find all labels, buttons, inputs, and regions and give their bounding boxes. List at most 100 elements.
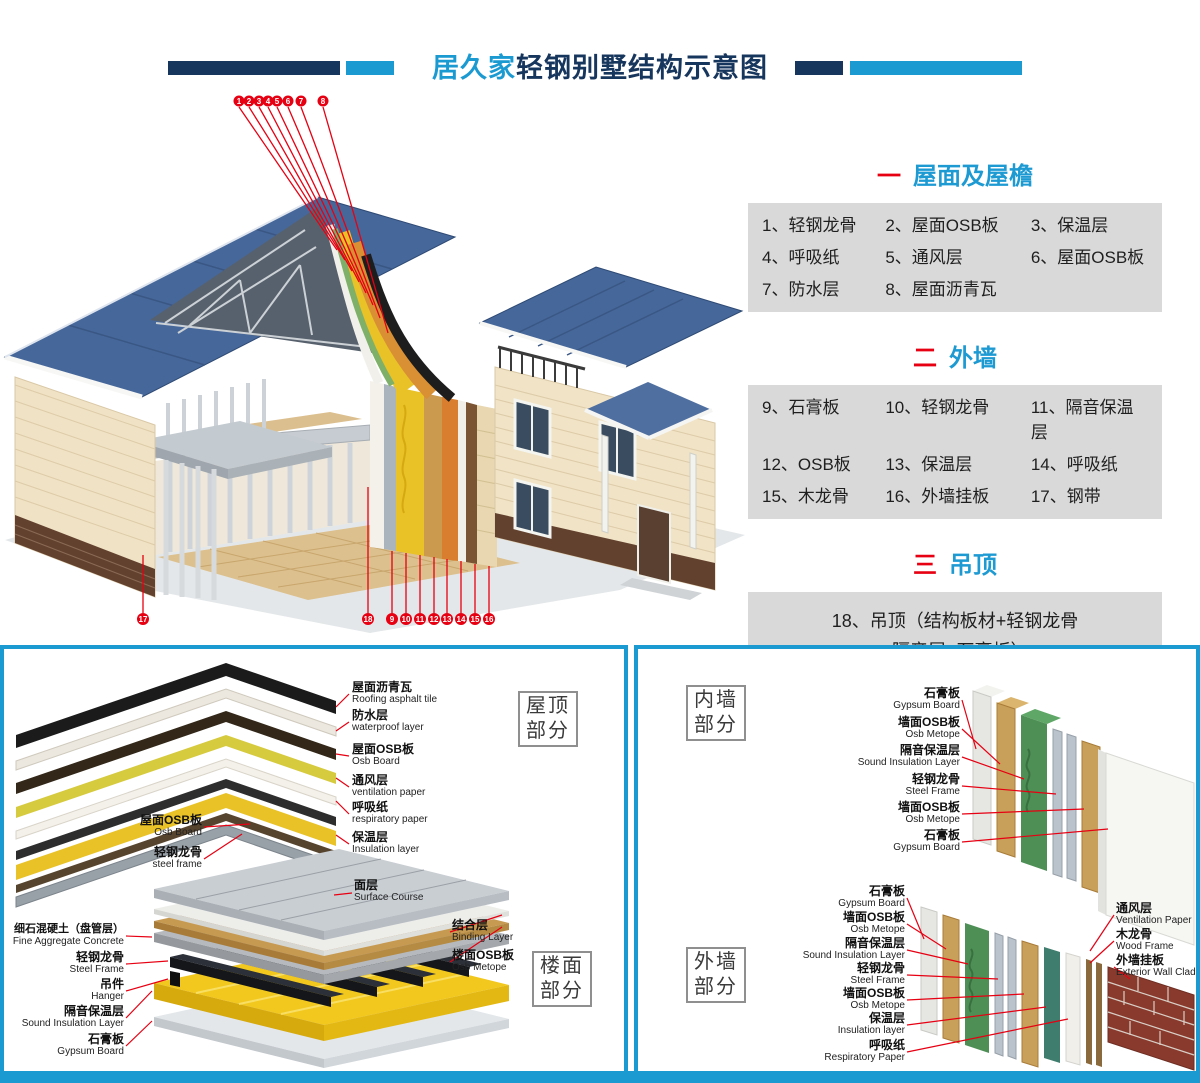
legend-item: 4、呼吸纸: [762, 248, 840, 267]
legend-item: 8、屋面沥青瓦: [885, 280, 997, 299]
section-box-outer-wall: 外墙 部分: [686, 947, 746, 1003]
svg-text:13: 13: [443, 615, 452, 624]
deco-bar-right-blue: [850, 61, 1022, 75]
legend-section-roof: 一屋面及屋檐 1、轻钢龙骨 2、屋面OSB板 3、保温层 4、呼吸纸 5、通风层…: [748, 156, 1162, 312]
legend-item: 1、轻钢龙骨: [762, 216, 857, 235]
deco-bar-left-navy: [168, 61, 340, 75]
wall-layer-band: [370, 381, 498, 567]
legend-item: 6、屋面OSB板: [1030, 248, 1145, 267]
svg-text:5: 5: [275, 97, 280, 106]
legend-item: 15、木龙骨: [762, 487, 849, 506]
legend: 一屋面及屋檐 1、轻钢龙骨 2、屋面OSB板 3、保温层 4、呼吸纸 5、通风层…: [748, 156, 1162, 706]
svg-text:16: 16: [485, 615, 494, 624]
legend-items-wall: 9、石膏板 10、轻钢龙骨 11、隔音保温层 12、OSB板 13、保温层 14…: [748, 385, 1162, 519]
balcony-railing: [497, 345, 586, 388]
page-title: 居久家轻钢别墅结构示意图: [400, 46, 800, 85]
house-illustration: 1 2 3 4 5 6 7 8 17 18 9 10 11 12 13 14 1…: [0, 85, 750, 635]
callout-lines: [142, 106, 490, 613]
legend-item: 11、隔音保温层: [1030, 398, 1134, 442]
section-box-floor-part: 楼面 部分: [532, 951, 592, 1007]
legend-item: 7、防水层: [762, 280, 840, 299]
svg-text:15: 15: [471, 615, 480, 624]
legend-item: 16、外墙挂板: [885, 487, 990, 506]
legend-item: 12、OSB板: [762, 455, 851, 474]
left-wall: [14, 376, 156, 598]
legend-heading-ceiling: 三吊顶: [913, 552, 997, 579]
walls-diagram: [906, 685, 1195, 1071]
section-box-inner-wall: 内墙 部分: [686, 685, 746, 741]
right-wing: [478, 266, 744, 600]
legend-item: 2、屋面OSB板: [885, 216, 999, 235]
svg-text:12: 12: [430, 615, 439, 624]
svg-text:4: 4: [266, 97, 271, 106]
svg-text:10: 10: [402, 615, 411, 624]
leader-lines: [906, 699, 1131, 1053]
leader-lines: [125, 693, 503, 1047]
svg-text:8: 8: [321, 97, 326, 106]
legend-heading-roof: 一屋面及屋檐: [877, 163, 1033, 190]
svg-text:7: 7: [299, 97, 304, 106]
bottom-accent-bar: [0, 1071, 1200, 1083]
callout-numbers: 1 2 3 4 5 6 7 8 17 18 9 10 11 12 13 14 1…: [137, 95, 495, 625]
title-text: 轻钢别墅结构示意图: [516, 53, 768, 83]
legend-items-roof: 1、轻钢龙骨 2、屋面OSB板 3、保温层 4、呼吸纸 5、通风层 6、屋面OS…: [748, 203, 1162, 312]
svg-text:14: 14: [457, 615, 466, 624]
outer-wall-stack: [920, 906, 1195, 1071]
roof-floor-diagram: [15, 663, 509, 1068]
legend-item: 3、保温层: [1030, 216, 1109, 235]
svg-text:18: 18: [364, 615, 373, 624]
legend-item: 13、保温层: [885, 455, 973, 474]
svg-text:11: 11: [416, 615, 425, 624]
svg-text:3: 3: [257, 97, 262, 106]
brand-name: 居久家: [432, 53, 516, 83]
svg-text:2: 2: [247, 97, 252, 106]
section-box-roof-part: 屋顶 部分: [518, 691, 578, 747]
legend-item: [1031, 277, 1148, 302]
svg-text:9: 9: [390, 615, 395, 624]
svg-text:1: 1: [237, 97, 242, 106]
entry-door: [637, 503, 671, 585]
floor-layer-stack: [154, 849, 509, 1068]
legend-item: 5、通风层: [885, 248, 963, 267]
legend-item: 18、吊顶（结构板材+轻钢龙骨: [831, 611, 1079, 631]
legend-item: 17、钢带: [1030, 487, 1101, 506]
legend-section-wall: 二外墙 9、石膏板 10、轻钢龙骨 11、隔音保温层 12、OSB板 13、保温…: [748, 338, 1162, 519]
svg-text:6: 6: [286, 97, 291, 106]
inner-wall-stack: [972, 685, 1195, 946]
house-svg: 1 2 3 4 5 6 7 8 17 18 9 10 11 12 13 14 1…: [3, 95, 745, 633]
deco-bar-left-blue: [346, 61, 394, 75]
deco-bar-right-navy: [795, 61, 843, 75]
layer-label: 细石混硬土（盘管层）Fine Aggregate Concrete: [12, 923, 124, 947]
